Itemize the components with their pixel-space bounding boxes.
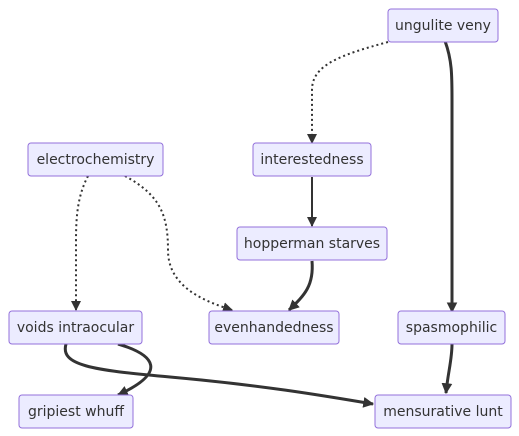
node-label: hopperman starves	[244, 236, 380, 252]
edge-electrochemistry-to-evenhandedness	[124, 175, 233, 313]
node-electrochemistry[interactable]: electrochemistry	[27, 142, 164, 177]
node-ungulite-veny[interactable]: ungulite veny	[387, 8, 499, 43]
edge-electrochemistry-to-voids-intraocular	[71, 175, 89, 311]
edge-voids-intraocular-to-gripiest-whuff	[117, 342, 153, 397]
edge-spasmophilic-to-mensurative-lunt	[441, 343, 454, 395]
edge-hopperman-starves-to-evenhandedness	[287, 260, 314, 312]
node-label: ungulite veny	[395, 18, 491, 34]
node-hopperman-starves[interactable]: hopperman starves	[236, 226, 388, 261]
node-interestedness[interactable]: interestedness	[252, 142, 372, 177]
node-gripiest-whuff[interactable]: gripiest whuff	[18, 394, 134, 429]
node-evenhandedness[interactable]: evenhandedness	[208, 310, 340, 345]
node-label: mensurative lunt	[383, 404, 503, 420]
node-mensurative-lunt[interactable]: mensurative lunt	[374, 394, 512, 429]
node-label: interestedness	[260, 152, 363, 168]
edge-voids-intraocular-to-mensurative-lunt	[63, 343, 375, 408]
edges	[63, 40, 458, 408]
node-label: gripiest whuff	[28, 404, 124, 420]
node-label: electrochemistry	[37, 152, 155, 168]
node-label: spasmophilic	[406, 320, 497, 336]
node-voids-intraocular[interactable]: voids intraocular	[8, 310, 143, 345]
edge-ungulite-veny-to-interestedness	[307, 41, 389, 144]
node-label: voids intraocular	[17, 320, 135, 336]
edge-ungulite-veny-to-spasmophilic	[443, 40, 458, 314]
node-spasmophilic[interactable]: spasmophilic	[397, 310, 506, 345]
node-label: evenhandedness	[214, 320, 333, 336]
